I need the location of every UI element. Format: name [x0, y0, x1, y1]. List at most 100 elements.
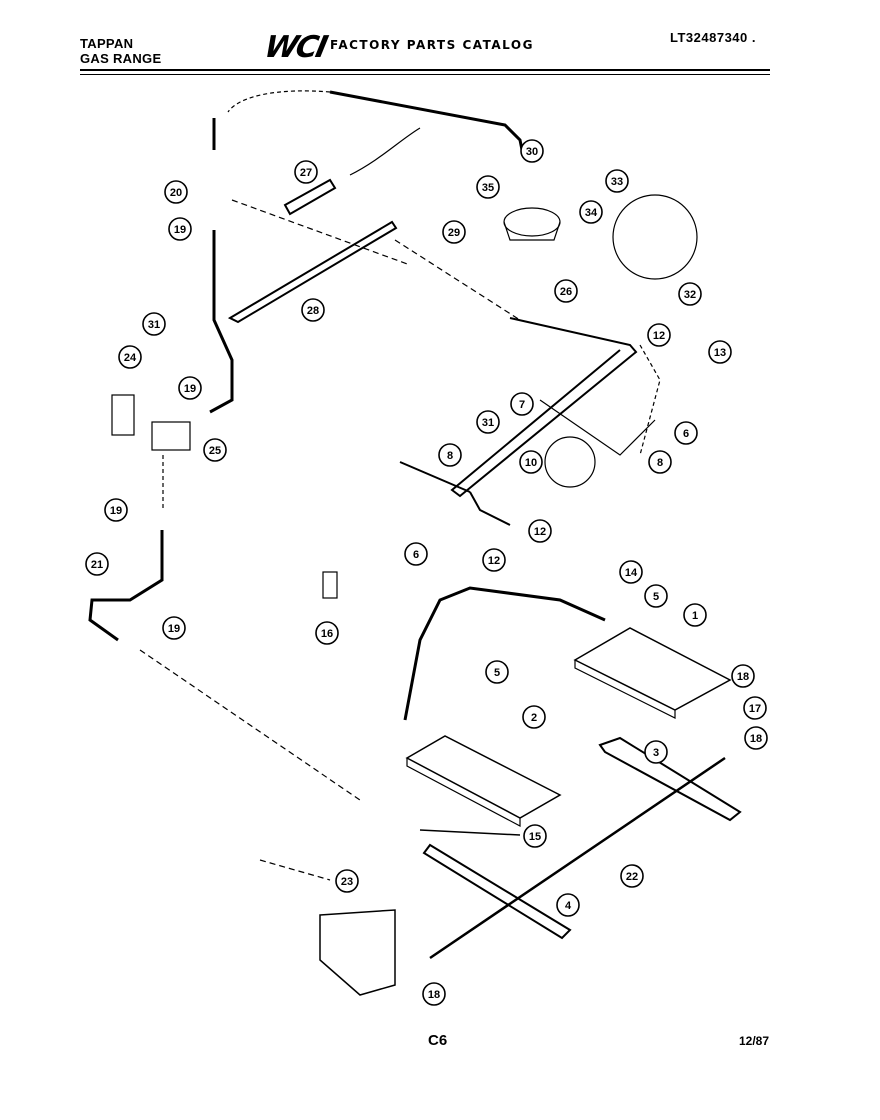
callout-circle: [678, 282, 702, 306]
callout-number: 19: [110, 505, 122, 517]
callout-32: 32: [678, 282, 702, 306]
callout-number: 31: [148, 319, 160, 331]
callout-circle: [476, 175, 500, 199]
callout-circle: [708, 340, 732, 364]
catalog-date: 12/87: [739, 1034, 770, 1048]
callout-30: 30: [520, 139, 544, 163]
callout-number: 12: [653, 330, 665, 342]
callout-33: 33: [605, 169, 629, 193]
callout-number: 32: [684, 289, 696, 301]
callout-13: 13: [708, 340, 732, 364]
callout-25: 25: [203, 438, 227, 462]
callout-number: 6: [413, 549, 419, 561]
product-type: GAS RANGE: [80, 51, 162, 66]
callout-26: 26: [554, 279, 578, 303]
callout-31a: 31: [142, 312, 166, 336]
callout-circle: [485, 660, 509, 684]
callout-8a: 8: [438, 443, 462, 467]
callout-number: 19: [174, 224, 186, 236]
callout-19a: 19: [168, 217, 192, 241]
callout-5a: 5: [644, 584, 668, 608]
callout-number: 26: [560, 286, 572, 298]
callout-number: 5: [494, 667, 500, 679]
callout-number: 17: [749, 703, 761, 715]
callout-20: 20: [164, 180, 188, 204]
model-number: LT32487340 .: [670, 30, 756, 45]
callout-circle: [644, 740, 668, 764]
callout-circle: [85, 552, 109, 576]
callout-18b: 18: [744, 726, 768, 750]
callout-number: 12: [488, 555, 500, 567]
callout-18c: 18: [422, 982, 446, 1006]
callout-circle: [404, 542, 428, 566]
section-code: C6: [428, 1032, 448, 1049]
callout-27: 27: [294, 160, 318, 184]
callout-number: 35: [482, 182, 494, 194]
callout-number: 5: [653, 591, 659, 603]
callout-number: 20: [170, 187, 182, 199]
callout-circle: [335, 869, 359, 893]
callout-circle: [556, 893, 580, 917]
callout-24: 24: [118, 345, 142, 369]
callout-number: 14: [625, 567, 638, 579]
callout-circle: [164, 180, 188, 204]
callout-35: 35: [476, 175, 500, 199]
callout-4: 4: [556, 893, 580, 917]
callout-number: 1: [692, 610, 698, 622]
callout-circle: [168, 217, 192, 241]
callout-circle: [605, 169, 629, 193]
callout-3: 3: [644, 740, 668, 764]
callout-15: 15: [523, 824, 547, 848]
callout-number: 19: [184, 383, 196, 395]
callout-number: 3: [653, 747, 659, 759]
callout-circle: [476, 410, 500, 434]
callout-circle: [522, 705, 546, 729]
callout-circle: [744, 726, 768, 750]
callout-number: 28: [307, 305, 319, 317]
callout-number: 27: [300, 167, 312, 179]
brand-block: TAPPAN GAS RANGE: [80, 36, 161, 66]
callout-circle: [743, 696, 767, 720]
callout-number: 7: [519, 399, 525, 411]
callout-22: 22: [620, 864, 644, 888]
callout-number: 8: [657, 457, 663, 469]
callout-circle: [528, 519, 552, 543]
callout-circle: [178, 376, 202, 400]
callout-16: 16: [315, 621, 339, 645]
header-rule: [80, 69, 770, 71]
callout-19b: 19: [178, 376, 202, 400]
catalog-title: FACTORY PARTS CATALOG: [330, 38, 534, 52]
callout-6b: 6: [404, 542, 428, 566]
callout-circle: [579, 200, 603, 224]
callout-21: 21: [85, 552, 109, 576]
callout-number: 6: [683, 428, 689, 440]
callout-34: 34: [579, 200, 603, 224]
callout-circle: [162, 616, 186, 640]
callout-number: 22: [626, 871, 638, 883]
callout-number: 4: [565, 900, 572, 912]
callout-circle: [142, 312, 166, 336]
callout-29: 29: [442, 220, 466, 244]
callout-circle: [683, 603, 707, 627]
callout-circle: [422, 982, 446, 1006]
callout-number: 10: [525, 457, 537, 469]
callout-19d: 19: [162, 616, 186, 640]
callout-circle: [620, 864, 644, 888]
callout-28: 28: [301, 298, 325, 322]
callout-6a: 6: [674, 421, 698, 445]
callout-number: 34: [585, 207, 598, 219]
callout-31b: 31: [476, 410, 500, 434]
callout-1: 1: [683, 603, 707, 627]
callout-circle: [554, 279, 578, 303]
callout-circle: [118, 345, 142, 369]
callout-number: 24: [124, 352, 137, 364]
callout-circle: [442, 220, 466, 244]
callout-circle: [301, 298, 325, 322]
callout-number: 16: [321, 628, 333, 640]
callout-circle: [104, 498, 128, 522]
callout-number: 2: [531, 712, 537, 724]
callout-circle: [520, 139, 544, 163]
